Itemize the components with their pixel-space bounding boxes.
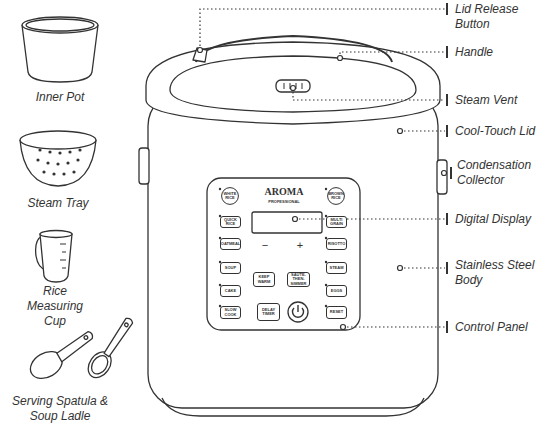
- plus-button: +: [293, 239, 307, 251]
- lid-release-button: [193, 48, 207, 62]
- power-symbol: [293, 305, 304, 317]
- leader-lines: [200, 9, 445, 327]
- part-label: Condensation Collector: [457, 158, 547, 188]
- power-button: [288, 302, 308, 322]
- button-label: CAKE: [225, 289, 236, 293]
- menu-button: SLOW COOK: [220, 306, 241, 319]
- button-label: OATMEAL: [221, 242, 240, 246]
- menu-button: DELAY TIMER: [257, 303, 280, 321]
- menu-button: STEAM: [326, 262, 347, 274]
- button-label: KEEP WARM: [254, 275, 274, 284]
- menu-button: QUICK RICE: [220, 216, 241, 228]
- part-label: Stainless Steel Body: [455, 258, 545, 288]
- indicator-dots: [219, 188, 327, 307]
- condensation-collector: [437, 160, 447, 194]
- part-label: Cool-Touch Lid: [455, 124, 549, 139]
- menu-button: RISOTTO: [326, 238, 347, 250]
- inner-pot-inner: [26, 19, 94, 31]
- cup-ticks: [60, 244, 66, 268]
- part-label: Handle: [455, 45, 545, 60]
- menu-button: EGGS: [326, 285, 347, 297]
- control-panel: [207, 178, 360, 330]
- serving-spatula: [26, 327, 100, 384]
- button-label: RISOTTO: [328, 242, 346, 246]
- part-label: Digital Display: [455, 212, 549, 227]
- lid-handle: [196, 36, 392, 62]
- menu-button: CAKE: [220, 285, 241, 297]
- minus-button: −: [258, 239, 272, 251]
- soup-ladle: [83, 314, 139, 382]
- menu-button: OATMEAL: [220, 238, 241, 250]
- cup-rim: [40, 231, 72, 238]
- menu-button: KEEP WARM: [253, 272, 275, 287]
- side-hinge: [139, 148, 149, 184]
- button-label: RESET: [330, 310, 343, 314]
- button-label: SOUP: [225, 266, 236, 270]
- button-label: MULTI GRAIN: [327, 218, 346, 227]
- menu-button: MULTI GRAIN: [326, 216, 347, 228]
- brand-logo: AROMA: [249, 186, 319, 197]
- menu-button: SOUP: [220, 262, 241, 274]
- brand-subtitle: PROFESSIONAL: [249, 199, 319, 204]
- button-circle: [222, 188, 239, 205]
- accessory-label: Rice Measuring Cup: [15, 284, 95, 329]
- button-label: STEAM: [330, 266, 344, 270]
- button-label: WHITE RICE: [221, 192, 239, 201]
- steam-vent: [276, 80, 310, 92]
- cooker-body: [148, 92, 438, 408]
- part-label: Steam Vent: [455, 93, 545, 108]
- button-circle: [328, 188, 345, 205]
- button-label: QUICK RICE: [221, 218, 240, 227]
- button-label: EGGS: [331, 289, 343, 293]
- digital-display: [252, 212, 322, 233]
- part-label: Control Panel: [455, 320, 545, 335]
- accessory-label: Serving Spatula & Soup Ladle: [5, 394, 115, 424]
- button-label: DELAY TIMER: [258, 308, 279, 317]
- menu-button: SAUTÉ-THEN-SIMMER: [287, 272, 310, 287]
- preset-button: WHITE RICE: [221, 187, 239, 205]
- preset-button: BROWN RICE: [327, 187, 345, 205]
- button-label: SAUTÉ-THEN-SIMMER: [288, 273, 309, 286]
- cool-touch-lid: [146, 42, 440, 124]
- steam-holes: [36, 148, 81, 175]
- button-label: BROWN RICE: [327, 192, 345, 201]
- measuring-cup: [40, 234, 72, 282]
- steam-tray-rim: [20, 131, 96, 149]
- accessory-label: Steam Tray: [8, 196, 108, 211]
- inner-pot-rim: [22, 17, 98, 33]
- cooker-base: [162, 398, 424, 416]
- menu-button: RESET: [326, 306, 347, 319]
- accessory-label: Inner Pot: [10, 90, 110, 105]
- button-label: SLOW COOK: [221, 308, 240, 317]
- leader-bars: [447, 3, 451, 333]
- part-label: Lid Release Button: [455, 2, 535, 32]
- lid-top: [170, 56, 416, 112]
- leader-dots: [198, 48, 447, 330]
